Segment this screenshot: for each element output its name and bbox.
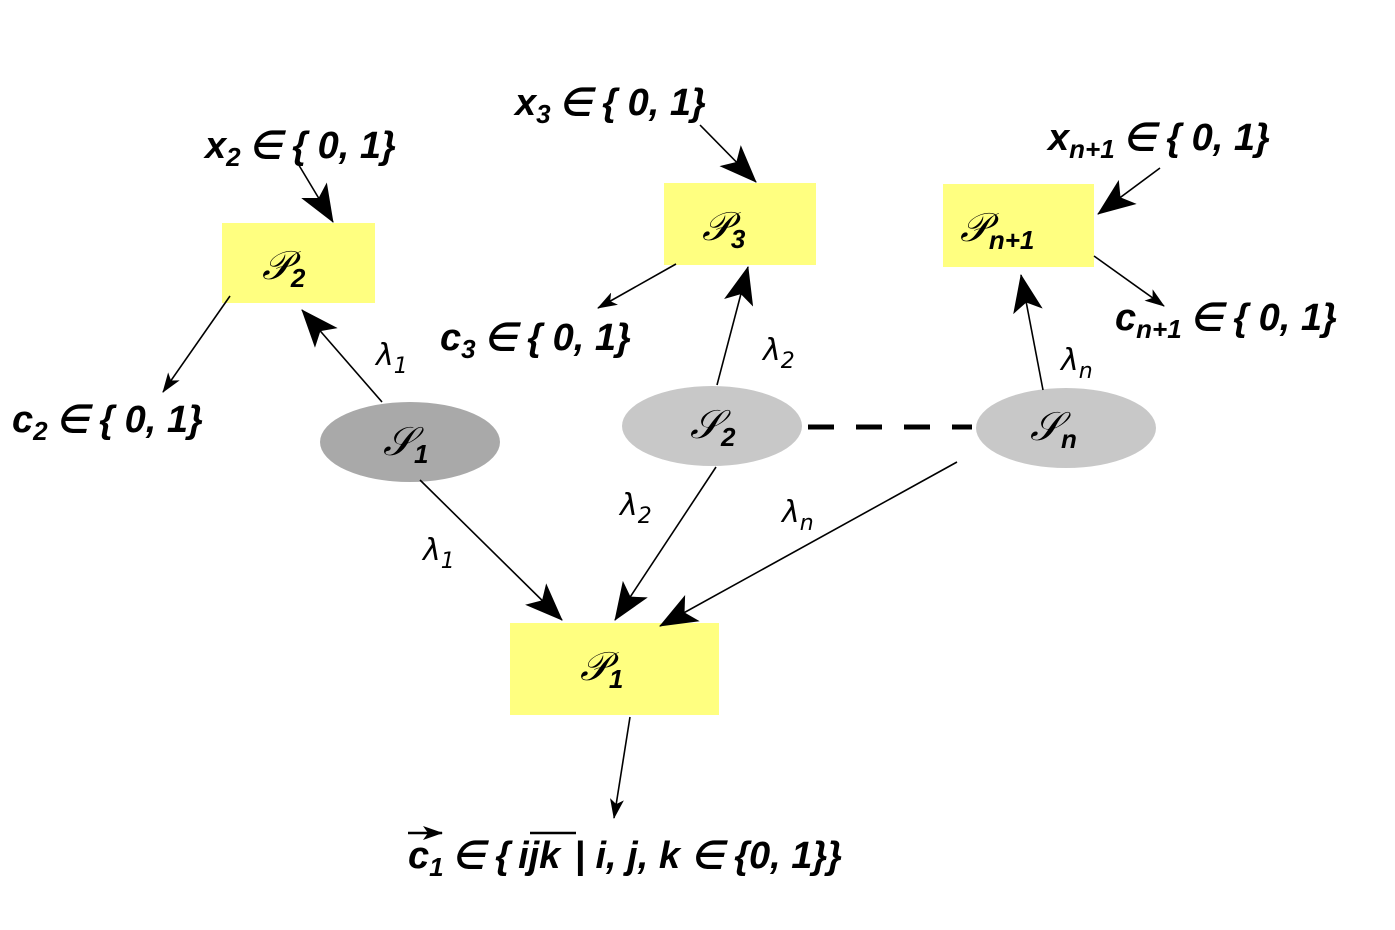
proposer-p1-sub: 1 [609,664,623,694]
proposer-p1: 𝒫1 [510,623,719,715]
server-sn-sub: n [1061,424,1077,454]
edge-x3-to-p3 [699,124,757,183]
output-c3-label: c3∈ { 0, 1} [440,317,631,364]
proposer-pn1-box [943,184,1094,267]
output-c1-group: c1∈ {ijk| i, j, k ∈ {0, 1}} [408,826,842,882]
lambda-s1-p1: λ1 [421,533,455,574]
lambda-s2-p3: λ2 [761,333,795,374]
server-s1-ellipse [320,402,500,482]
edge-x2-to-p2 [296,161,334,223]
proposer-pn1-sub: n+1 [989,225,1035,255]
input-x2-label: x2∈ { 0, 1} [203,125,396,172]
server-sn-ellipse [976,388,1156,468]
edge-s1-to-p2 [301,309,383,403]
server-s1: 𝒮1 [320,402,500,482]
proposer-p2-sub: 2 [290,263,306,293]
proposer-p3-sub: 3 [731,224,746,254]
lambda-sn-pn1: λn [1059,343,1093,384]
server-s1-sub: 1 [414,439,428,469]
edge-s2-to-p1 [614,466,717,621]
input-x3-label: x3∈ { 0, 1} [513,82,706,129]
proposer-p3: 𝒫3 [664,183,816,265]
proposer-p2-box [222,223,375,303]
server-s2: 𝒮2 [622,386,802,466]
edge-p1-to-c1 [610,716,631,819]
svg-text:𝒮n: 𝒮n [1030,404,1077,454]
edge-pn1-to-cn1 [1093,255,1165,307]
svg-text:𝒮1: 𝒮1 [383,419,428,469]
proposer-pn1: 𝒫n+1 [943,184,1094,267]
edge-sn-to-pn1 [1013,274,1044,391]
edge-s1-to-p1 [419,479,563,621]
lambda-s1-p2: λ1 [374,338,408,379]
input-xn1-label: xn+1∈ { 0, 1} [1046,117,1270,164]
proposer-p1-box [510,623,719,715]
edge-xn1-to-pn1 [1097,167,1161,215]
lambda-s2-p1: λ2 [618,488,652,529]
edge-sn-to-p1 [659,461,958,627]
proposer-p2: 𝒫2 [222,223,375,303]
output-c2-label: c2∈ { 0, 1} [12,399,203,446]
output-c1-label: c1∈ {ijk| i, j, k ∈ {0, 1}} [408,835,842,882]
server-s2-sub: 2 [720,422,736,452]
edge-p2-to-c2 [162,295,231,393]
lambda-sn-p1: λn [780,495,814,536]
server-s2-ellipse [622,386,802,466]
edge-p3-to-c3 [597,263,677,309]
edge-s2-to-p3 [716,266,754,386]
server-sn: 𝒮n [976,388,1156,468]
output-cn1-label: cn+1∈ { 0, 1} [1115,297,1337,344]
proposer-p3-box [664,183,816,265]
